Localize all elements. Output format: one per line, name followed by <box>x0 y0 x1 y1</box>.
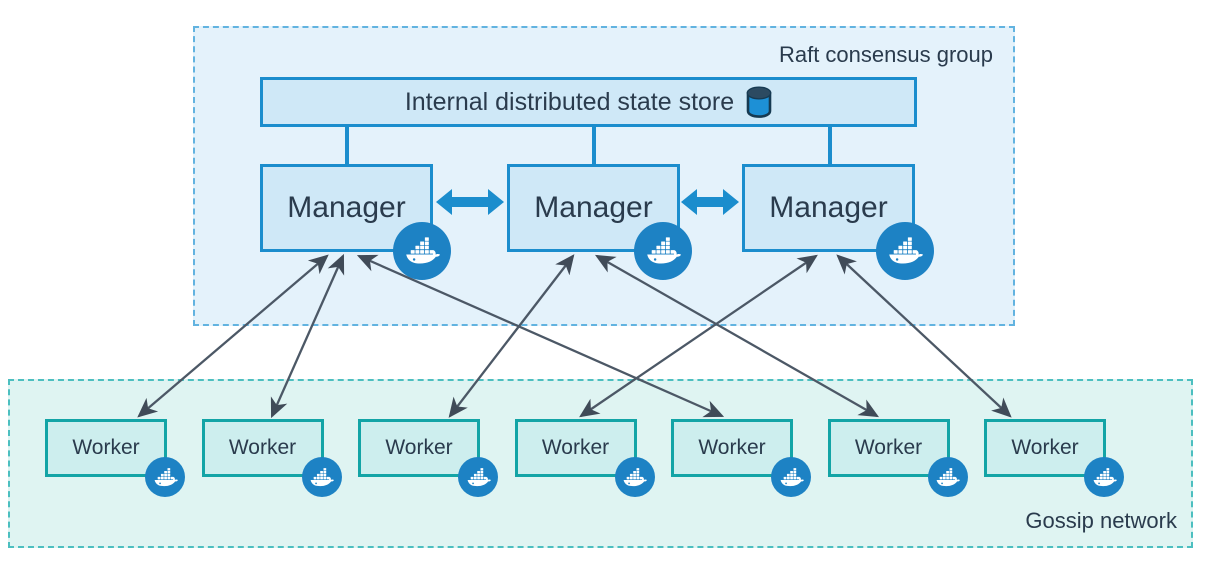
internal-state-store-box[interactable]: Internal distributed state store <box>260 77 917 127</box>
manager-node-1-label: Manager <box>287 191 406 224</box>
manager-node-3-label: Manager <box>769 191 888 224</box>
worker-node-2[interactable]: Worker <box>201 419 324 477</box>
manager-peer-link-2-3 <box>681 189 739 215</box>
database-cylinder-icon <box>746 86 772 118</box>
docker-whale-icon <box>927 457 968 497</box>
docker-whale-icon <box>771 457 811 497</box>
link-m2-w3 <box>448 254 575 418</box>
link-m3-w4 <box>579 254 818 418</box>
state-store-label: Internal distributed state store <box>404 87 735 116</box>
docker-whale-icon <box>393 222 451 280</box>
worker-node-1-label: Worker <box>72 436 140 459</box>
manager-node-3[interactable]: Manager <box>742 164 915 252</box>
worker-node-2-label: Worker <box>228 436 297 459</box>
worker-node-4-label: Worker <box>541 436 610 459</box>
gossip-network-label: Gossip network <box>1025 508 1177 533</box>
worker-node-5[interactable]: Worker <box>671 419 793 477</box>
docker-whale-icon <box>301 457 342 497</box>
manager-peer-link-1-2 <box>436 189 504 215</box>
worker-node-7-label: Worker <box>1011 436 1079 459</box>
docker-whale-icon <box>1084 457 1124 497</box>
worker-node-6-label: Worker <box>854 436 923 459</box>
manager-node-2-label: Manager <box>534 191 653 224</box>
docker-whale-icon <box>458 457 498 497</box>
raft-consensus-group-label: Raft consensus group <box>778 42 993 67</box>
worker-node-4[interactable]: Worker <box>514 419 637 477</box>
docker-whale-icon <box>634 222 692 280</box>
worker-node-3-label: Worker <box>385 436 453 459</box>
docker-whale-icon <box>876 222 934 280</box>
link-m3-w7 <box>836 254 1012 418</box>
docker-whale-icon <box>145 457 185 497</box>
manager-worker-links <box>137 253 1012 419</box>
link-m2-w6 <box>595 254 879 418</box>
docker-whale-icon <box>614 457 655 497</box>
state-store-connectors <box>345 127 832 164</box>
link-m1-w5 <box>356 254 725 418</box>
link-m1-w2 <box>270 253 345 419</box>
worker-node-5-label: Worker <box>698 436 766 459</box>
link-m1-w1 <box>137 254 329 418</box>
